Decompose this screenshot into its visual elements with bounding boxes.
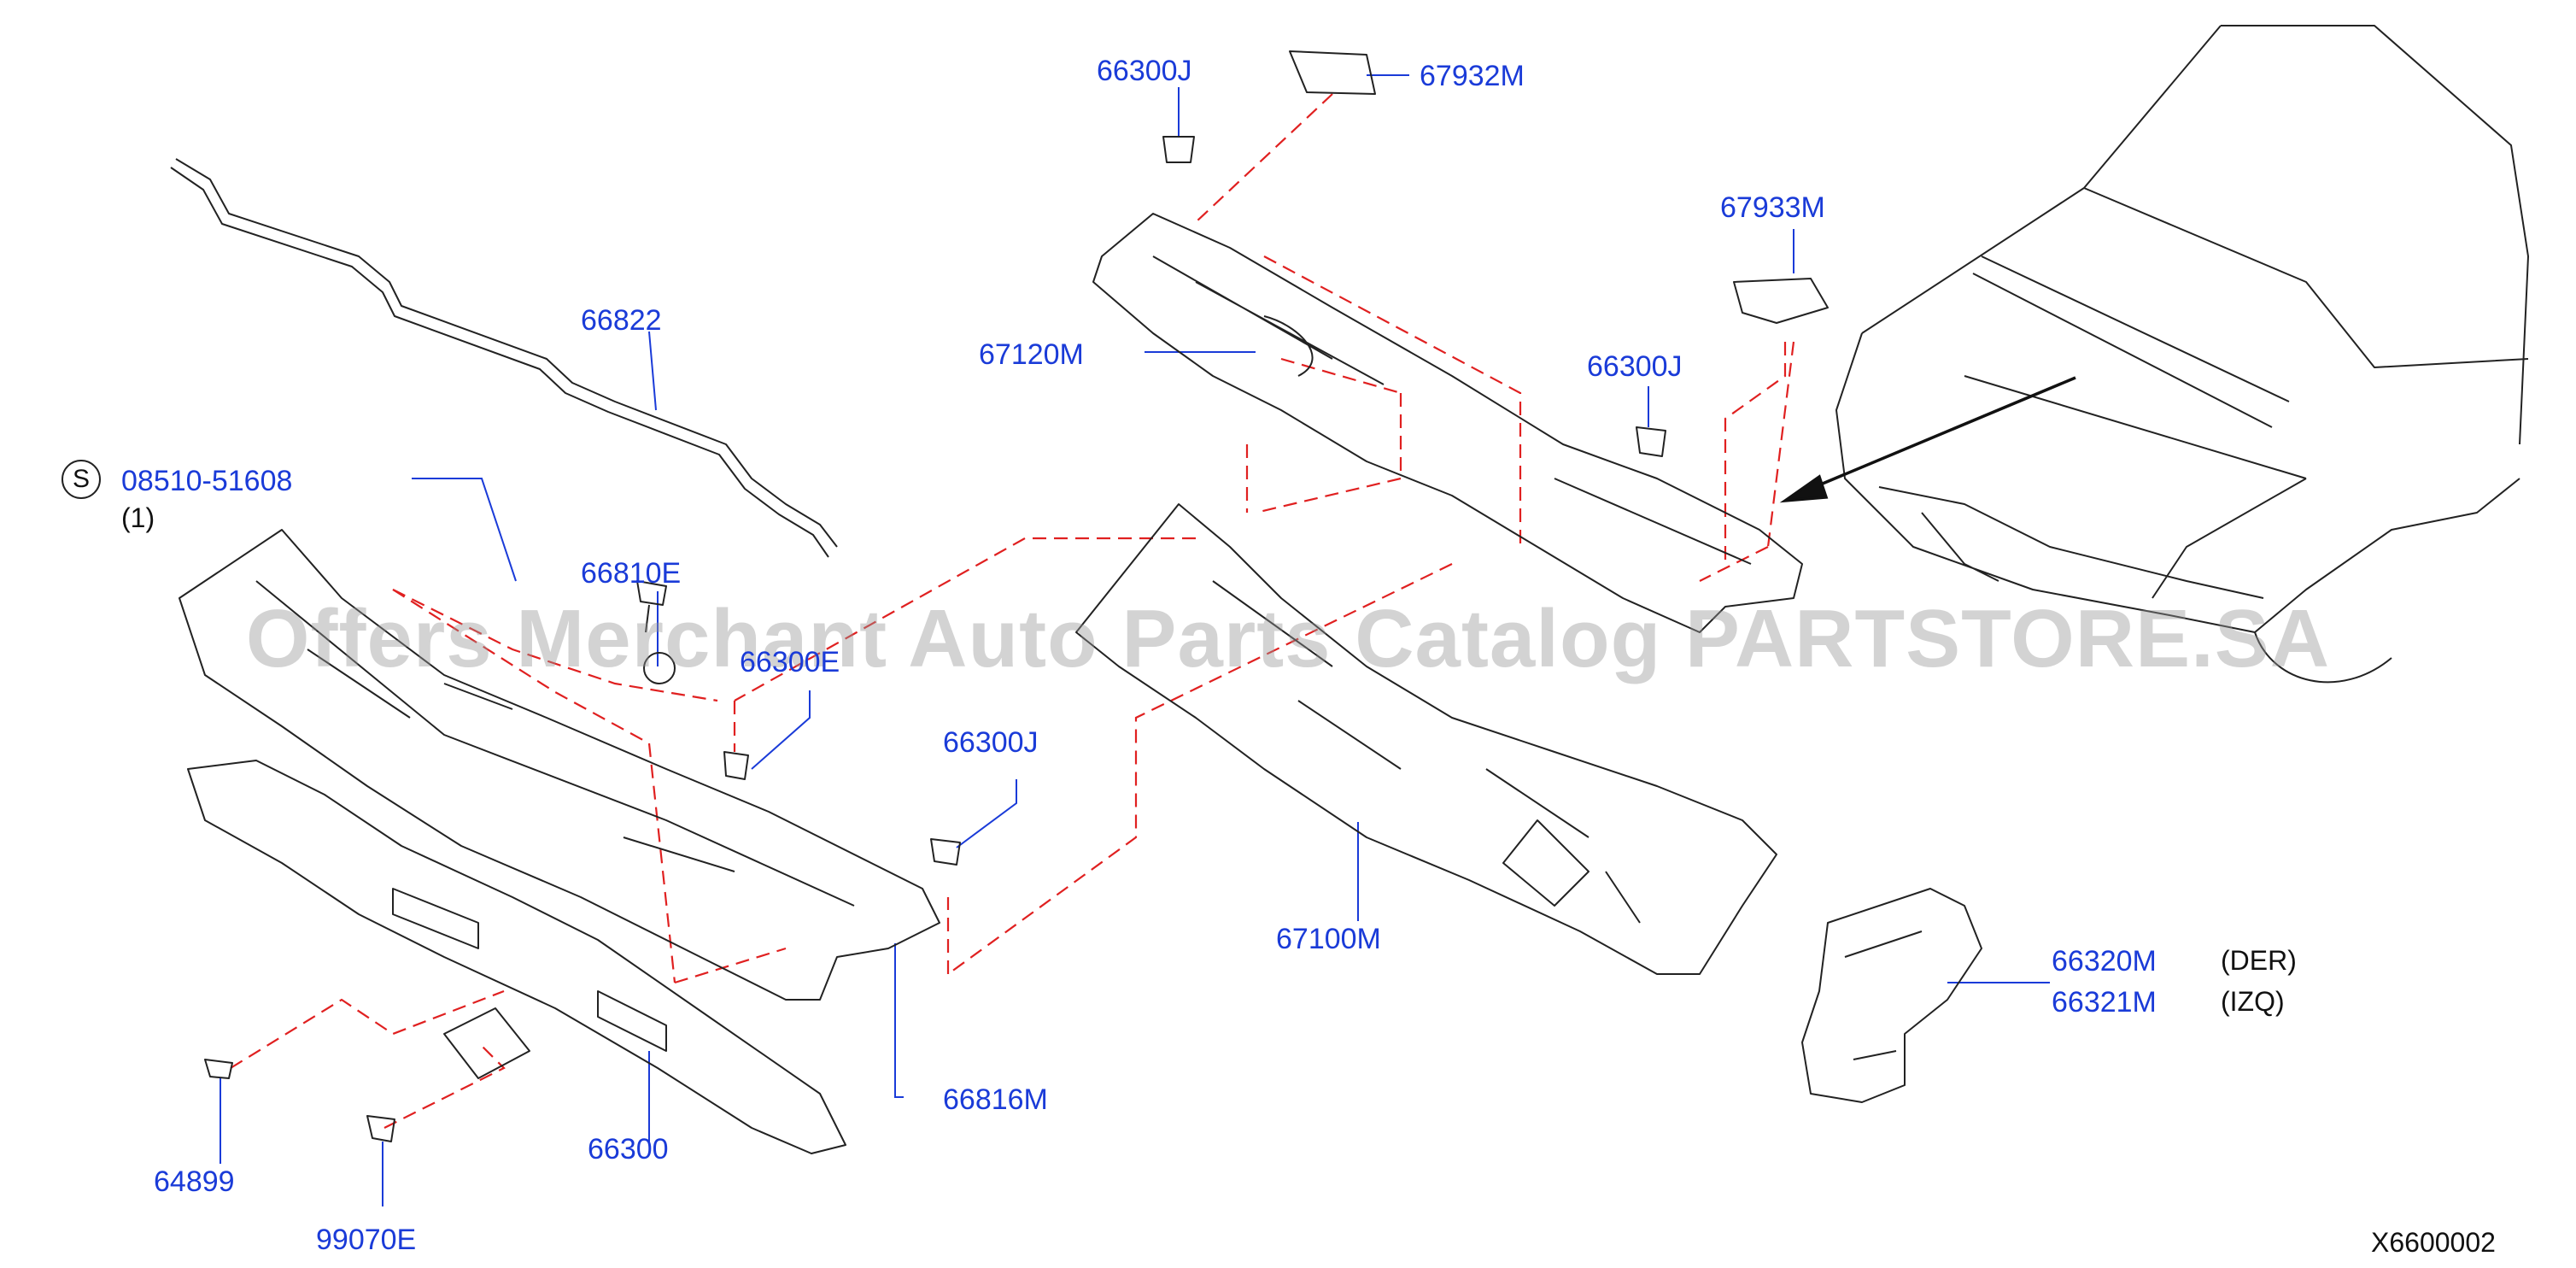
- location-arrow: [1779, 376, 2076, 503]
- clip-66300J-mid: [1636, 426, 1666, 457]
- callout-66300J-low[interactable]: 66300J: [943, 726, 1039, 759]
- s-mark: S: [61, 460, 101, 499]
- bracket-66320M: [1801, 888, 1982, 1103]
- seal-strip-66822: [170, 158, 838, 558]
- clip-66300E: [723, 751, 749, 780]
- callout-08510-51608[interactable]: 08510-51608: [121, 465, 293, 497]
- cowl-top-67120M: [1092, 213, 1803, 633]
- clip-64899: [204, 1059, 233, 1079]
- dash-panel-67100M: [1075, 503, 1777, 975]
- callout-64899[interactable]: 64899: [154, 1165, 235, 1198]
- callout-66300E[interactable]: 66300E: [740, 646, 840, 678]
- grommet-66810E: [643, 652, 676, 684]
- callout-66300J-top[interactable]: 66300J: [1097, 55, 1192, 87]
- callout-67120M[interactable]: 67120M: [979, 338, 1084, 371]
- plate: [443, 1007, 530, 1079]
- part-outlines: [170, 25, 2529, 1154]
- lower-bar-66300: [187, 760, 846, 1154]
- quantity-note: (1): [121, 502, 155, 533]
- seal-67932M: [1289, 50, 1376, 95]
- callout-66320M[interactable]: 66320M: [2052, 945, 2157, 977]
- side-note-izq: (IZQ): [2221, 986, 2285, 1017]
- callout-99070E[interactable]: 99070E: [316, 1224, 417, 1256]
- callout-66300[interactable]: 66300: [588, 1133, 669, 1165]
- diagram-code: X6600002: [2371, 1227, 2496, 1258]
- clip-66300J-low: [930, 838, 961, 866]
- clip-99070E: [366, 1115, 395, 1142]
- callout-66321M[interactable]: 66321M: [2052, 986, 2157, 1019]
- seal-67933M: [1733, 278, 1829, 324]
- callout-66810E[interactable]: 66810E: [581, 557, 682, 590]
- bolt-08510: [636, 580, 667, 633]
- callout-67933M[interactable]: 67933M: [1720, 191, 1825, 224]
- callout-67100M[interactable]: 67100M: [1276, 923, 1381, 955]
- leader-lines: [220, 74, 2050, 1206]
- assembly-lines: [230, 93, 1795, 1129]
- cowl-top-66816M: [179, 529, 940, 1001]
- watermark: Offers Merchant Auto Parts Catalog PARTS…: [245, 593, 2331, 684]
- side-note-der: (DER): [2221, 945, 2297, 976]
- callout-66300J-mid[interactable]: 66300J: [1587, 350, 1683, 383]
- callout-66822[interactable]: 66822: [581, 304, 662, 337]
- vehicle-outline: [1835, 25, 2529, 684]
- callout-66816M[interactable]: 66816M: [943, 1083, 1048, 1116]
- callout-67932M[interactable]: 67932M: [1420, 60, 1525, 92]
- clip-66300J-top: [1162, 136, 1195, 163]
